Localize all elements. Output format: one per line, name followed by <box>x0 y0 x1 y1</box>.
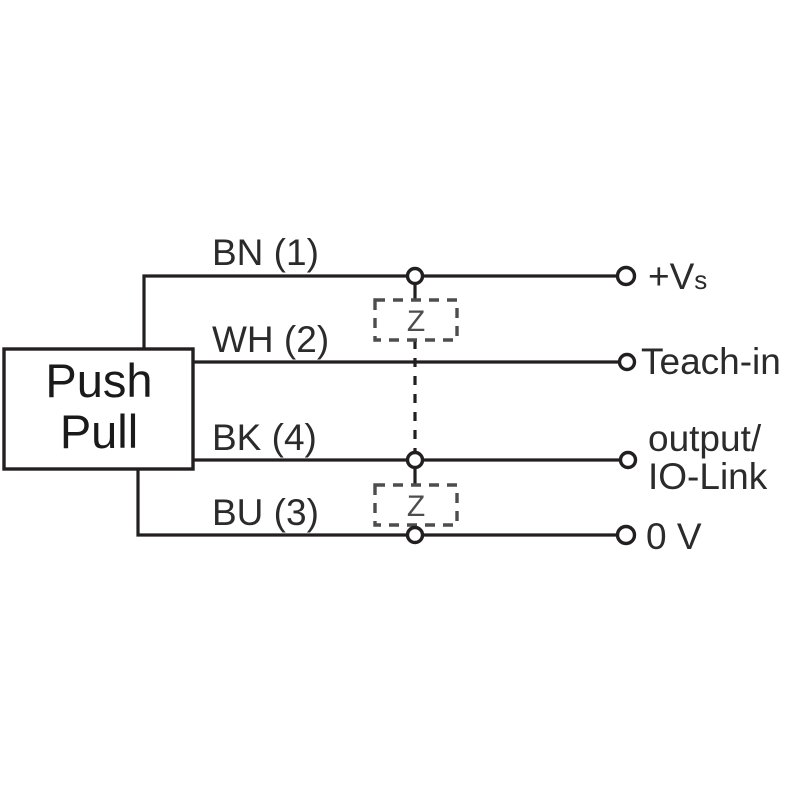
wire-label-wh: WH (2) <box>212 319 329 360</box>
junction-node-bu <box>405 525 425 545</box>
wire-label-bn: BN (1) <box>212 232 319 273</box>
device-label-line2: Pull <box>60 405 138 458</box>
terminal-label-ground: 0 V <box>646 516 702 557</box>
terminal-circle-output-io-link[interactable] <box>618 450 638 470</box>
terminal-circle-ground[interactable] <box>615 524 637 546</box>
terminal-label-supply-positive-subscript: s <box>694 265 707 295</box>
wire-label-bu: BU (3) <box>212 492 319 533</box>
terminal-label-supply-positive-main: +V <box>648 256 695 297</box>
suppressor-diode-lower-label: Z <box>407 490 425 523</box>
suppressor-diode-upper-label: Z <box>407 305 425 338</box>
terminal-circle-supply-positive[interactable] <box>615 265 637 287</box>
junction-node-bk <box>405 450 425 470</box>
terminal-label-output-io-link-line2: IO-Link <box>648 456 768 497</box>
wire-label-bk: BK (4) <box>212 417 317 458</box>
device-box-push-pull <box>2 347 195 471</box>
terminal-label-teach-in: Teach-in <box>641 341 781 382</box>
terminal-label-output-io-link-line1: output/ <box>648 418 762 459</box>
suppressor-diode-lower-box <box>373 483 459 527</box>
wire-path-bn <box>142 274 619 352</box>
terminal-label-supply-positive: +Vs <box>648 256 707 297</box>
junction-node-bn <box>405 266 425 286</box>
suppressor-diode-upper-box <box>373 298 459 342</box>
wire-path-bu <box>136 466 619 537</box>
device-label-line1: Push <box>45 354 152 407</box>
terminal-circle-teach-in[interactable] <box>617 352 637 372</box>
